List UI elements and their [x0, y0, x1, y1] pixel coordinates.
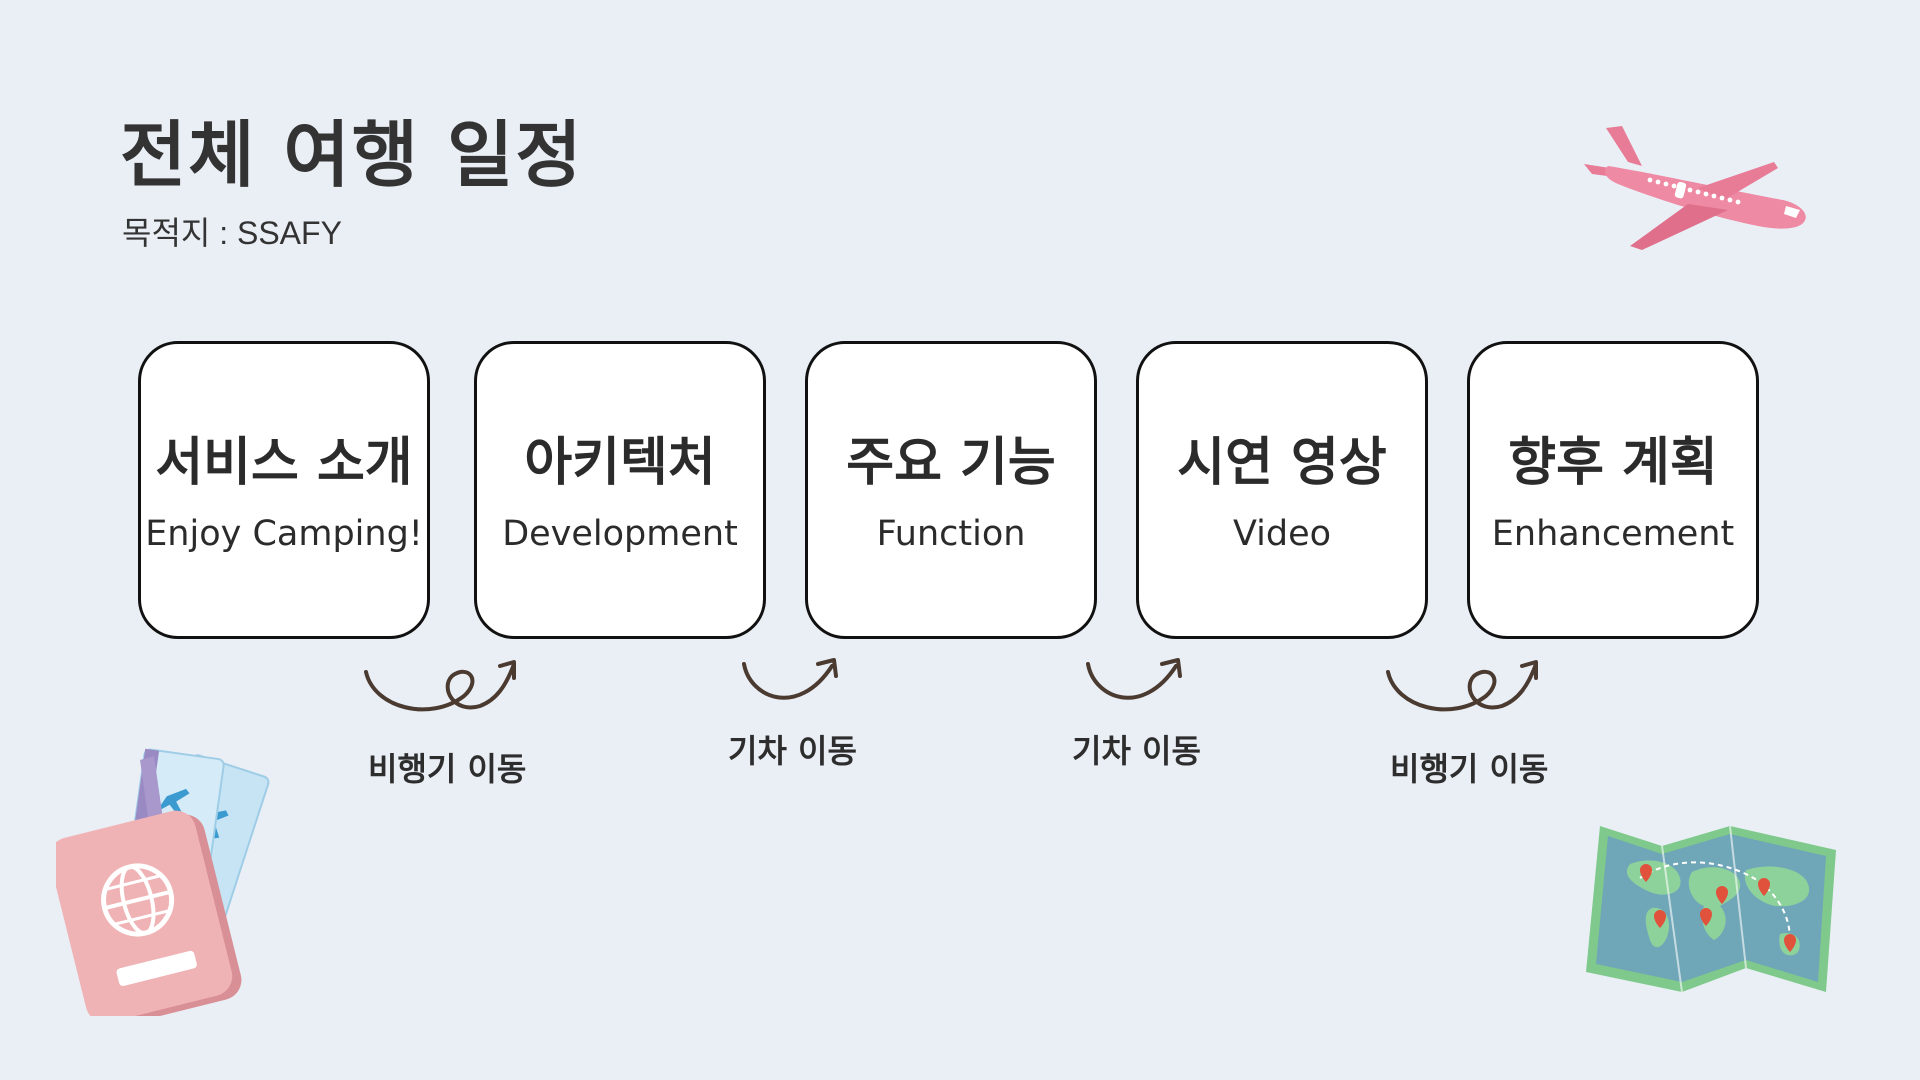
curved-arrow-icon — [742, 658, 838, 700]
step-title-en: Enjoy Camping! — [145, 514, 423, 554]
step-title-en: Function — [876, 514, 1026, 554]
step-card-main-features: 주요 기능 Function — [805, 341, 1097, 639]
world-map-icon — [1586, 825, 1836, 993]
step-title-en: Enhancement — [1491, 514, 1735, 554]
page-title: 전체 여행 일정 — [120, 113, 584, 197]
loop-arrow-icon — [1386, 660, 1538, 712]
step-card-service-intro: 서비스 소개 Enjoy Camping! — [138, 341, 430, 639]
step-title-ko: 주요 기능 — [846, 433, 1056, 493]
step-title-ko: 서비스 소개 — [155, 433, 413, 493]
step-title-ko: 아키텍처 — [524, 433, 716, 493]
destination-subtitle: 목적지 : SSAFY — [122, 215, 342, 251]
loop-arrow-icon — [364, 660, 516, 712]
curved-arrow-icon — [1086, 658, 1182, 700]
step-card-future-plans: 향후 계획 Enhancement — [1467, 341, 1759, 639]
transition-label: 비행기 이동 — [1390, 750, 1549, 788]
step-card-demo-video: 시연 영상 Video — [1136, 341, 1428, 639]
step-title-ko: 향후 계획 — [1508, 433, 1718, 493]
transition-label: 비행기 이동 — [368, 750, 527, 788]
step-title-en: Video — [1232, 514, 1332, 554]
airplane-icon — [1584, 126, 1806, 250]
step-title-ko: 시연 영상 — [1177, 433, 1387, 493]
transition-label: 기차 이동 — [1072, 732, 1201, 770]
step-title-en: Development — [502, 514, 738, 554]
passport-tickets-icon — [56, 748, 270, 1016]
transition-label: 기차 이동 — [728, 732, 857, 770]
step-card-architecture: 아키텍처 Development — [474, 341, 766, 639]
